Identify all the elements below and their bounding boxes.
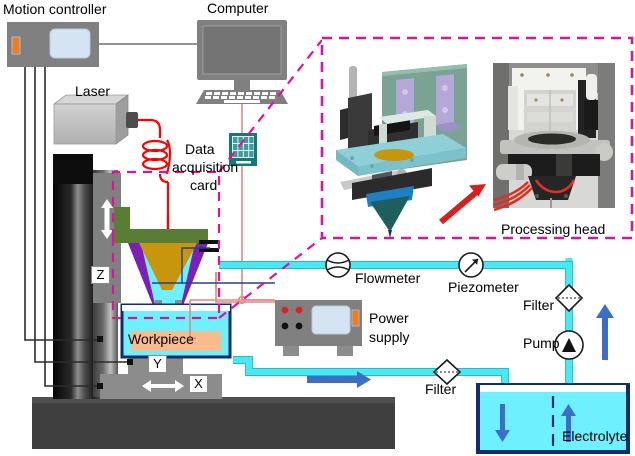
electrode-wiring [152,247,275,339]
flow-arrow-up-right [596,304,614,360]
piezometer-symbol [458,252,484,278]
label-workpiece: Workpiece [128,331,194,347]
x-axis-arrow [142,380,184,392]
label-piezometer: Piezometer [448,279,519,295]
label-daq-line3: card [190,177,218,193]
label-processing-head: Processing head [501,221,606,237]
flow-arrow-right-bottom [307,371,371,388]
label-flowmeter: Flowmeter [355,270,421,286]
return-flow-arrow [495,404,510,442]
label-axis-y: Y [148,355,167,373]
label-axis-x: X [189,375,208,393]
callout-lines [111,39,323,320]
power-supply-unit [275,300,362,356]
filter-top-symbol [554,283,584,313]
inset-panel-border [320,36,634,240]
wire-terminals [22,57,133,389]
label-pump: Pump [523,335,560,351]
cad-model-illustration [336,64,467,238]
optical-fiber [138,118,172,215]
flowmeter-symbol [325,252,351,278]
label-daq-line1: Data [185,141,215,157]
label-axis-z: Z [91,266,110,284]
z-axis-arrow [101,199,113,239]
motion-controller-unit [7,22,99,67]
signal-wires-salmon [190,104,275,303]
label-power-supply-line1: Power [369,310,409,326]
label-electrolyte: Electrolyte [562,428,628,444]
label-daq-line2: acquisition [172,159,239,175]
inset-red-arrow [439,184,486,225]
label-power-supply-line2: supply [369,329,410,345]
laser-output-port [126,112,138,128]
label-filter-bottom: Filter [425,381,457,397]
flow-arrows [307,304,614,388]
processing-nozzle [128,240,219,322]
wire-junction-dot [238,295,247,304]
controller-wires [24,61,130,387]
head-mount-bracket [114,207,208,243]
laser-unit [52,94,138,145]
label-laser: Laser [75,83,111,99]
label-computer: Computer [207,0,269,16]
computer-unit [196,20,288,104]
processing-head-photo [493,63,615,212]
machine-bed [32,397,395,449]
label-motion-controller: Motion controller [3,1,107,17]
label-filter-top: Filter [523,297,555,313]
